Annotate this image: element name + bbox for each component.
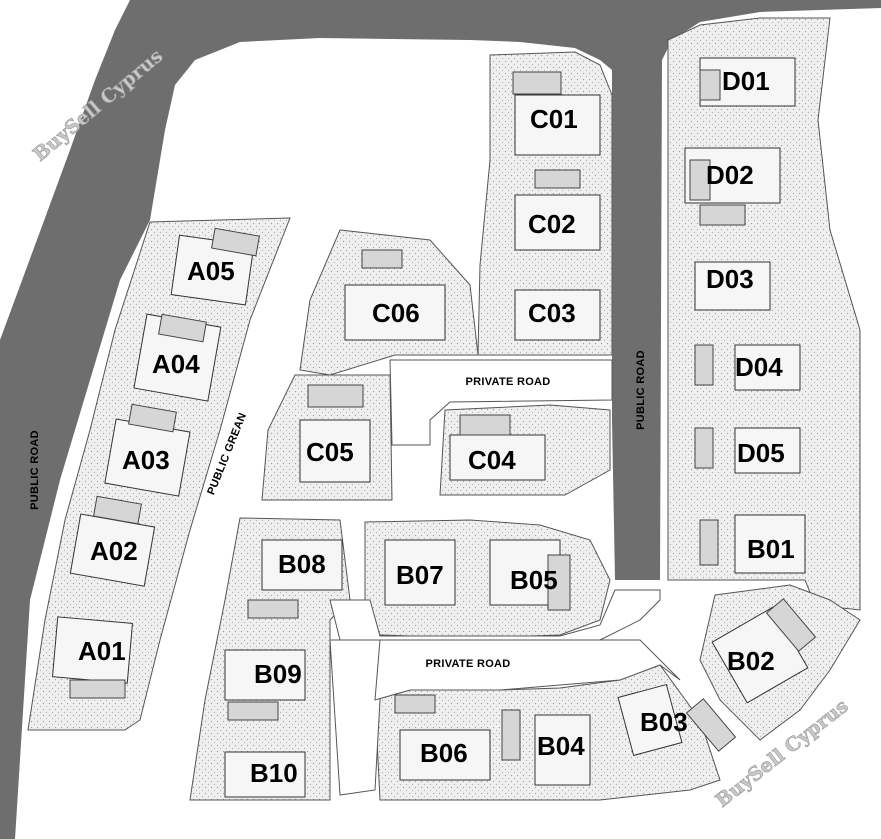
private-road-north-label: PRIVATE ROAD bbox=[465, 376, 550, 388]
plot-label-d03: D03 bbox=[706, 264, 754, 294]
public-road-east-label: PUBLIC ROAD bbox=[635, 350, 647, 430]
plot-label-d02: D02 bbox=[706, 160, 754, 190]
plot-label-b03: B03 bbox=[640, 707, 688, 737]
plot-label-b05: B05 bbox=[510, 565, 558, 595]
plot-label-a01: A01 bbox=[78, 636, 126, 666]
plot-label-c03: C03 bbox=[528, 298, 576, 328]
plot-label-d01: D01 bbox=[722, 66, 770, 96]
plot-label-c01: C01 bbox=[530, 104, 578, 134]
pools bbox=[69, 69, 817, 761]
plot-label-d04: D04 bbox=[735, 352, 783, 382]
buildings bbox=[51, 57, 809, 798]
plot-label-b04: B04 bbox=[537, 731, 585, 761]
public-road-west-label: PUBLIC ROAD bbox=[29, 430, 41, 510]
private-roads bbox=[329, 359, 681, 796]
plot-label-b09: B09 bbox=[254, 659, 302, 689]
plot-label-b10: B10 bbox=[250, 758, 298, 788]
plot-label-b08: B08 bbox=[278, 549, 326, 579]
plot-label-c06: C06 bbox=[372, 298, 420, 328]
plot-label-a02: A02 bbox=[90, 536, 138, 566]
plot-label-a05: A05 bbox=[187, 256, 235, 286]
plot-labels: A05 A04 A03 A02 A01 C01 C02 C03 C06 C05 … bbox=[78, 66, 795, 788]
plot-label-b06: B06 bbox=[420, 738, 468, 768]
plot-label-c02: C02 bbox=[528, 209, 576, 239]
plot-label-d05: D05 bbox=[737, 438, 785, 468]
plot-label-c05: C05 bbox=[306, 437, 354, 467]
plot-label-a04: A04 bbox=[152, 349, 200, 379]
plot-label-b02: B02 bbox=[727, 646, 775, 676]
plot-label-b01: B01 bbox=[747, 534, 795, 564]
plot-label-b07: B07 bbox=[396, 560, 444, 590]
plot-label-a03: A03 bbox=[122, 445, 170, 475]
private-road-south-label: PRIVATE ROAD bbox=[425, 658, 510, 670]
plot-label-c04: C04 bbox=[468, 445, 516, 475]
